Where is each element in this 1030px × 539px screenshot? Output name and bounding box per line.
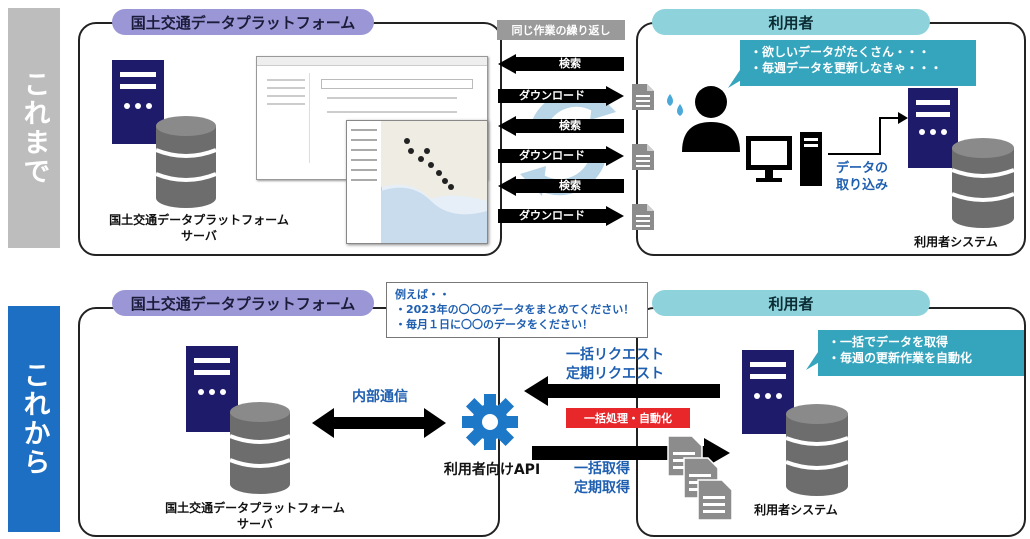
server-icon [186,346,291,494]
import-label: データの 取り込み [836,161,889,193]
document-icon [632,204,654,230]
internal-comm-label: 内部通信 [352,389,408,405]
bubble-tail [806,352,826,370]
download-arrow: ダウンロード [498,86,624,106]
request-label: 一括リクエスト 定期リクエスト [566,347,664,382]
download-arrow: ダウンロード [498,206,624,226]
api-label: 利用者向けAPI [443,462,541,478]
batch-label: 一括処理・自動化 [566,408,690,428]
document-icon [632,144,654,170]
bottom-server-caption: 国土交通データプラットフォーム サーバ [165,501,345,531]
search-arrow: 検索 [498,176,624,196]
user-concern-bubble: ・欲しいデータがたくさん・・・ ・毎週データを更新しなきゃ・・・ [740,40,976,86]
get-label: 一括取得 定期取得 [574,461,630,496]
request-arrow [524,376,720,406]
get-arrow [532,438,730,468]
top-user-system-caption: 利用者システム [914,235,998,249]
document-icon [632,84,654,110]
internal-comm-arrow [312,408,446,438]
user-system-icon [742,350,849,496]
top-platform-header: 国土交通データプラットフォーム [112,9,374,35]
computer-icon [746,132,822,186]
example-callout: 例えば・・ ・2023年の〇〇のデータをまとめてください！ ・毎月１日に〇〇のデ… [386,282,648,338]
document-icon [697,479,733,521]
download-arrow: ダウンロード [498,146,624,166]
bubble-tail [728,70,748,88]
import-arrow [828,112,908,155]
bottom-user-header: 利用者 [652,290,930,316]
gear-icon [462,394,518,450]
map-screenshot [346,120,488,244]
person-icon [682,86,740,152]
search-arrow: 検索 [498,116,624,136]
top-user-header: 利用者 [652,9,930,35]
section-label-after: これから [8,306,60,532]
bottom-platform-header: 国土交通データプラットフォーム [112,290,374,316]
sweat-icon [667,94,683,116]
server-icon [112,60,217,208]
user-system-icon [908,88,1015,228]
user-benefit-bubble: ・一括でデータを取得 ・毎週の更新作業を自動化 [818,330,1024,376]
search-arrow: 検索 [498,54,624,74]
repeat-label: 同じ作業の繰り返し [497,20,625,40]
top-server-caption: 国土交通データプラットフォーム サーバ [109,213,289,243]
bottom-user-system-caption: 利用者システム [754,503,838,517]
section-label-before: これまで [8,8,60,248]
